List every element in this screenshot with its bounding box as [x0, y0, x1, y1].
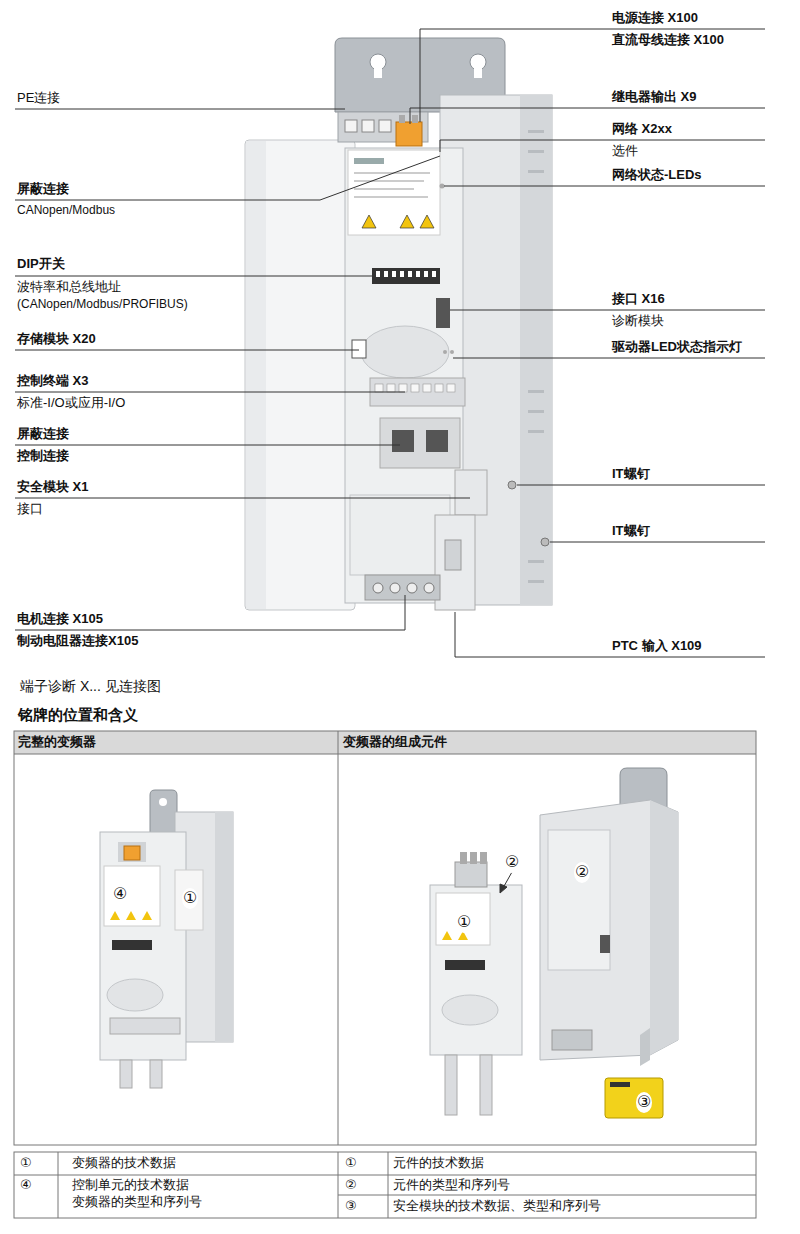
- callout-label: 继电器输出 X9: [612, 89, 697, 106]
- callout-label: 屏蔽连接: [17, 426, 69, 443]
- table-cell: 控制单元的技术数据 变频器的类型和序列号: [72, 1177, 237, 1211]
- callout-label: 存储模块 X20: [17, 331, 96, 348]
- callout-number: ①: [456, 912, 472, 933]
- callout-label: 驱动器LED状态指示灯: [612, 339, 742, 356]
- table-cell: ④: [20, 1177, 32, 1194]
- table-cell: ①: [345, 1155, 357, 1172]
- callout-label: 接口: [17, 501, 43, 518]
- callout-label: IT螺钉: [612, 523, 650, 540]
- table-cell: 变频器的技术数据: [72, 1155, 176, 1172]
- callout-label: 直流母线连接 X100: [612, 32, 724, 49]
- callout-label: 网络 X2xx: [612, 121, 672, 138]
- table-header: 变频器的组成元件: [343, 734, 447, 751]
- callout-label: 电机连接 X105: [17, 611, 103, 628]
- callout-label: 制动电阻器连接X105: [17, 633, 138, 650]
- inverter-picture: [100, 790, 233, 1088]
- callout-label: 波特率和总线地址: [17, 279, 121, 296]
- callout-label: 屏蔽连接: [17, 181, 69, 198]
- callout-label: 标准-I/O或应用-I/O: [17, 395, 125, 412]
- callout-label: PE连接: [17, 90, 60, 107]
- table-cell: ③: [345, 1198, 357, 1215]
- callout-label: (CANopen/Modbus/PROFIBUS): [17, 297, 188, 313]
- callout-label: PTC 输入 X109: [612, 638, 702, 655]
- callout-label: 控制终端 X3: [17, 373, 89, 390]
- callout-label: 诊断模块: [612, 313, 664, 330]
- callout-label: 选件: [612, 143, 638, 160]
- callout-label: 控制连接: [17, 448, 69, 465]
- table-grid: [14, 731, 756, 1218]
- callout-number: ④: [112, 884, 128, 905]
- callout-label: 电源连接 X100: [612, 10, 698, 27]
- callout-number: ①: [182, 888, 198, 909]
- table-cell: 元件的技术数据: [393, 1155, 484, 1172]
- callout-number: ②: [574, 862, 590, 883]
- inverter-drawing: [245, 38, 552, 610]
- section-title: 铭牌的位置和含义: [18, 705, 138, 725]
- callout-label: DIP开关: [17, 256, 65, 273]
- callout-number: ③: [636, 1092, 652, 1113]
- callout-arrow: [500, 872, 512, 893]
- callout-label: 安全模块 X1: [17, 479, 89, 496]
- leader-lines: [15, 29, 765, 657]
- callout-label: 接口 X16: [612, 291, 665, 308]
- table-cell: 安全模块的技术数据、类型和序列号: [393, 1198, 601, 1215]
- callout-label: CANopen/Modbus: [17, 203, 115, 219]
- table-header: 完整的变频器: [18, 734, 96, 751]
- table-cell: 元件的类型和序列号: [393, 1177, 510, 1194]
- callout-label: IT螺钉: [612, 466, 650, 483]
- component-pictures: [430, 768, 678, 1118]
- table-cell: ②: [345, 1177, 357, 1194]
- note-text: 端子诊断 X... 见连接图: [20, 677, 161, 695]
- callout-number: ②: [504, 852, 520, 873]
- table-cell: ①: [20, 1155, 32, 1172]
- callout-label: 网络状态-LEDs: [612, 167, 702, 184]
